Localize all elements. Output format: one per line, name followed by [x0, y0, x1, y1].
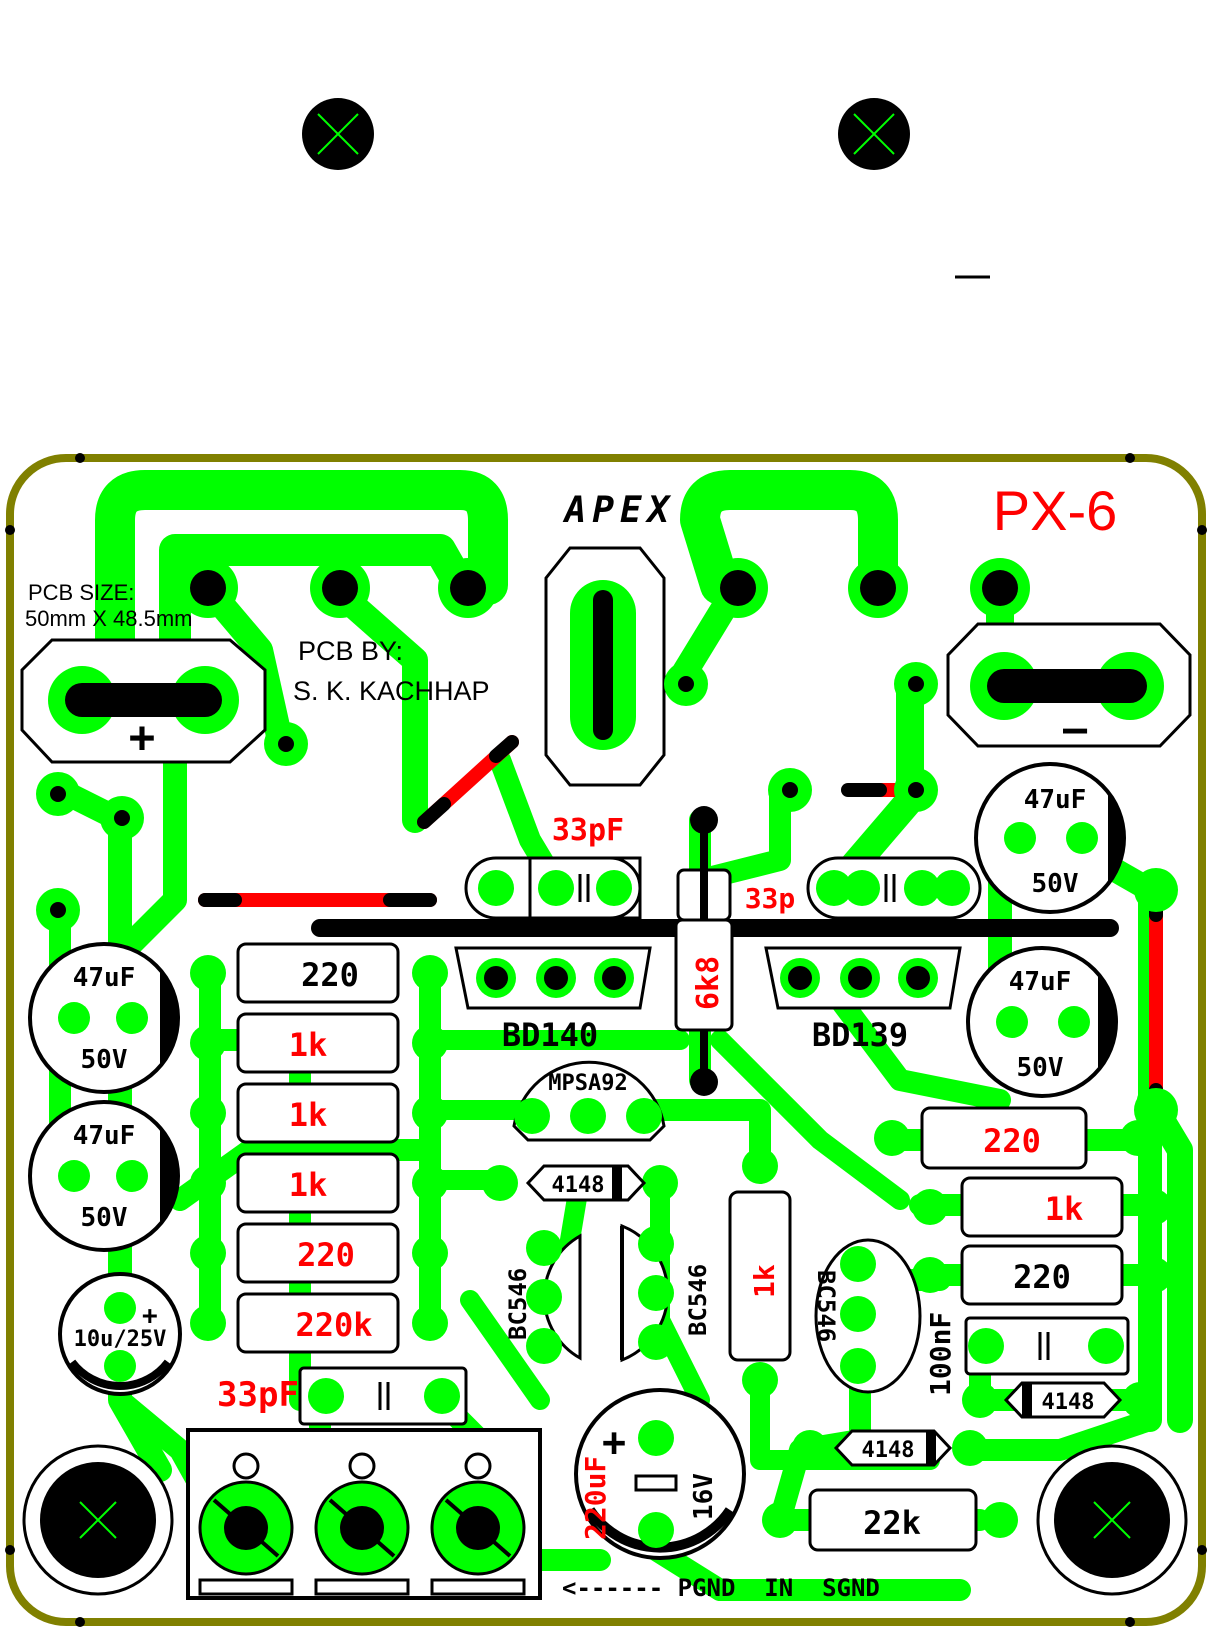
- resistor-value: 220: [983, 1122, 1041, 1160]
- power-connector-positive: +: [20, 638, 267, 764]
- resistor-value: 1k: [289, 1096, 328, 1134]
- cap-value: 33p: [745, 882, 796, 915]
- resistor-left-4: 1k: [190, 1152, 448, 1214]
- cap-voltage: 50V: [81, 1045, 128, 1075]
- mount-hole-top-right: [838, 98, 910, 170]
- cap-value: 47uF: [1024, 785, 1087, 815]
- power-connector-negative: —: [946, 622, 1192, 752]
- resistor-22k: 22k: [762, 1488, 1018, 1552]
- cap-voltage: 50V: [81, 1203, 128, 1233]
- cap-voltage: 50V: [1017, 1053, 1064, 1083]
- cap-47uf-left-2: 47uF 50V: [28, 1100, 180, 1252]
- resistor-value: 220: [301, 956, 359, 994]
- terminal-1: [198, 1452, 294, 1596]
- cap-voltage: 16V: [689, 1473, 719, 1520]
- diode-4148-bottom: 4148: [792, 1429, 988, 1467]
- pcb-by-label: PCB BY:: [298, 636, 403, 666]
- mount-hole-top-left: [302, 98, 374, 170]
- cap-value: 220uF: [579, 1456, 612, 1540]
- resistor-value: 6k8: [691, 956, 726, 1010]
- resistor-right-1: 220: [874, 1106, 1156, 1170]
- transistor-bc546-2: BC546: [620, 1223, 712, 1363]
- transistor-label: BD140: [502, 1016, 598, 1054]
- diode-4148-mid: 4148: [482, 1164, 678, 1202]
- minus-sign: —: [1063, 706, 1088, 752]
- transistor-bc546-1: BC546: [504, 1230, 582, 1364]
- brand-logo: APEX: [563, 490, 676, 531]
- pads: [36, 558, 1178, 1132]
- resistor-1k-vertical: 1k: [728, 1148, 792, 1398]
- resistor-left-2: 1k: [190, 1012, 448, 1074]
- resistor-left-1: 220: [190, 942, 448, 1004]
- transistor-label: BC546: [812, 1270, 840, 1342]
- resistor-left-6: 220k: [190, 1292, 448, 1354]
- cap-value: 100nF: [924, 1312, 957, 1396]
- terminal-2: [314, 1452, 410, 1596]
- resistor-value: 220: [1013, 1258, 1071, 1296]
- cap-voltage: 50V: [1032, 869, 1079, 899]
- resistor-right-3: 220: [912, 1244, 1172, 1306]
- cap-value: 33pF: [552, 813, 624, 848]
- cap-value: 47uF: [73, 1121, 136, 1151]
- terminal-legend: <------ PGND IN SGND: [562, 1574, 880, 1602]
- cap-33pf-right: [806, 856, 982, 920]
- pcb-size-value: 50mm X 48.5mm: [25, 606, 193, 631]
- cap-47uf-right: 47uF 50V: [966, 946, 1118, 1098]
- cap-value: 10u/25V: [74, 1327, 167, 1352]
- center-connector: [544, 546, 666, 787]
- pcb-size-label: PCB SIZE:: [28, 580, 134, 605]
- diode-label: 4148: [862, 1438, 915, 1463]
- resistor-stack-right: 220 1k 220: [874, 1106, 1172, 1306]
- resistor-value: 1k: [748, 1264, 781, 1298]
- cap-33pf-top: 33pF: [464, 813, 642, 920]
- transistor-label: MPSA92: [548, 1071, 627, 1096]
- transistor-mpsa92: MPSA92: [512, 1060, 666, 1142]
- diode-4148-right: 4148: [962, 1381, 1158, 1419]
- resistor-value: 22k: [863, 1504, 921, 1542]
- board-model: PX-6: [993, 479, 1118, 542]
- transistor-bd140: BD140: [454, 946, 652, 1054]
- resistor-value: 1k: [1045, 1190, 1084, 1228]
- terminal-3: [430, 1452, 526, 1596]
- resistor-6k8: 6k8: [674, 806, 734, 1096]
- cap-33pf-bottom: 33pF: [217, 1366, 468, 1426]
- cap-100nf: 100nF: [924, 1312, 1130, 1396]
- transistor-bd139: BD139: [764, 946, 962, 1054]
- transistor-label: BC546: [684, 1264, 712, 1336]
- transistor-bc546-3: BC546: [812, 1238, 922, 1394]
- cap-47uf-top-right: 47uF 50V: [974, 762, 1126, 914]
- cap-value: 47uF: [1009, 967, 1072, 997]
- diode-label: 4148: [552, 1173, 605, 1198]
- resistor-left-3: 1k: [190, 1082, 448, 1144]
- resistor-value: 1k: [289, 1026, 328, 1064]
- resistor-right-2: 1k: [912, 1176, 1172, 1238]
- resistor-value: 1k: [289, 1166, 328, 1204]
- cap-10u-25v: + 10u/25V: [58, 1272, 182, 1396]
- transistor-label: BD139: [812, 1016, 908, 1054]
- svg-text:+: +: [142, 1301, 158, 1331]
- mount-hole-bottom-right: [1036, 1444, 1188, 1596]
- terminal-block: [186, 1428, 542, 1600]
- cap-value: 33pF: [217, 1375, 299, 1415]
- outline-dots: [5, 453, 1207, 1627]
- transistor-label: BC546: [504, 1268, 532, 1340]
- pcb-by-name: S. K. KACHHAP: [293, 676, 490, 706]
- cap-value: 47uF: [73, 963, 136, 993]
- plus-sign: +: [129, 712, 156, 763]
- resistor-left-5: 220: [190, 1222, 448, 1284]
- mount-hole-bottom-left: [22, 1444, 174, 1596]
- resistor-value: 220k: [295, 1306, 372, 1344]
- resistor-stack-left: 220 1k 1k 1k 220 220k: [190, 942, 448, 1354]
- diode-label: 4148: [1042, 1390, 1095, 1415]
- svg-text:+: +: [602, 1420, 626, 1466]
- resistor-value: 220: [297, 1236, 355, 1274]
- cap-47uf-left-1: 47uF 50V: [28, 942, 180, 1094]
- cap-220uf-16v: + 220uF 16V: [574, 1388, 746, 1560]
